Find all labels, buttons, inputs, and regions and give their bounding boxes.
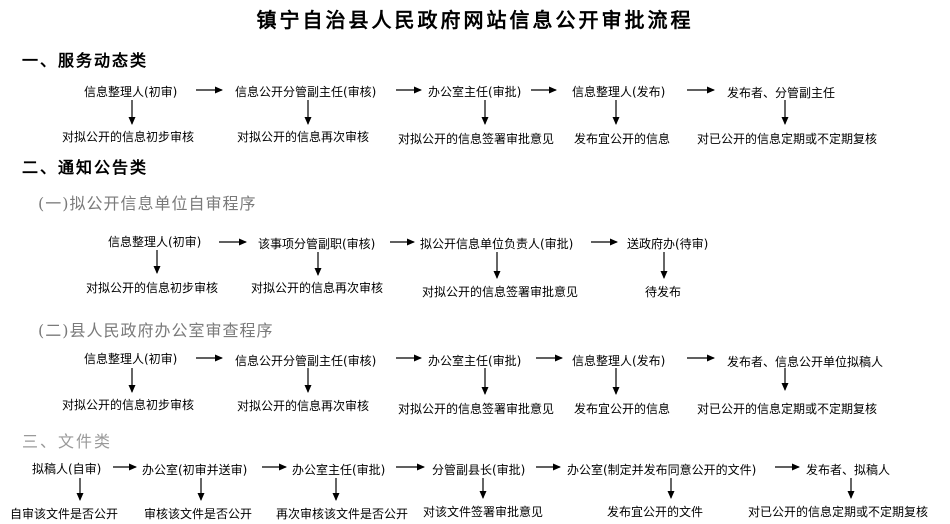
s3-note-1: 自审该文件是否公开 [10,507,119,521]
s1-node-1: 信息整理人(初审) [84,85,178,99]
s3-note-5: 发布宜公开的文件 [607,505,704,519]
subsection-heading-office-review: (二)县人民政府办公室审查程序 [38,321,274,340]
s3-note-3: 再次审核该文件是否公开 [276,507,409,521]
s1-note-3: 对拟公开的信息签署审批意见 [398,132,555,146]
s3-node-2: 办公室(初审并送审) [142,463,248,477]
s2b-note-5: 对已公开的信息定期或不定期复核 [697,402,878,416]
s3-node-3: 办公室主任(审批) [292,463,386,477]
s2b-node-5: 发布者、信息公开单位拟稿人 [727,355,884,369]
s2a-node-4: 送政府办(待审) [627,237,709,251]
s1-note-2: 对拟公开的信息再次审核 [237,130,370,144]
s1-node-4: 信息整理人(发布) [572,85,666,99]
subsection-heading-self-review: (一)拟公开信息单位自审程序 [38,194,257,213]
s1-node-3: 办公室主任(审批) [428,85,522,99]
section-heading-notice: 二、通知公告类 [22,158,149,177]
page-title: 镇宁自治县人民政府网站信息公开审批流程 [256,8,694,32]
s2b-node-1: 信息整理人(初审) [84,352,178,366]
s2a-node-2: 该事项分管副职(审核) [258,237,376,251]
s2a-note-2: 对拟公开的信息再次审核 [251,281,384,295]
s2a-note-3: 对拟公开的信息签署审批意见 [422,285,579,299]
s3-note-4: 对该文件签署审批意见 [423,505,544,519]
s2b-node-2: 信息公开分管副主任(审核) [235,354,377,368]
s2a-node-1: 信息整理人(初审) [108,235,202,249]
s3-node-6: 发布者、拟稿人 [806,463,891,477]
s1-node-2: 信息公开分管副主任(审核) [235,85,377,99]
s3-node-1: 拟稿人(自审) [32,462,102,476]
section-heading-documents: 三、文件类 [22,432,113,451]
s1-note-1: 对拟公开的信息初步审核 [62,130,195,144]
s2b-note-2: 对拟公开的信息再次审核 [237,399,370,413]
s2a-node-3: 拟公开信息单位负责人(审批) [420,237,574,251]
s1-note-5: 对已公开的信息定期或不定期复核 [697,132,878,146]
section-heading-service: 一、服务动态类 [22,51,149,70]
s3-node-4: 分管副县长(审批) [432,463,526,477]
s3-note-2: 审核该文件是否公开 [144,507,253,521]
s2b-note-1: 对拟公开的信息初步审核 [62,398,195,412]
s2a-note-4: 待发布 [645,285,682,299]
s1-note-4: 发布宜公开的信息 [574,132,671,146]
s2b-node-3: 办公室主任(审批) [428,354,522,368]
s2b-note-4: 发布宜公开的信息 [574,402,671,416]
s3-node-5: 办公室(制定并发布同意公开的文件) [567,463,757,477]
s2b-note-3: 对拟公开的信息签署审批意见 [398,402,555,416]
s2a-note-1: 对拟公开的信息初步审核 [86,281,219,295]
s1-node-5: 发布者、分管副主任 [727,86,836,100]
s3-note-6: 对已公开的信息定期或不定期复核 [748,505,929,519]
s2b-node-4: 信息整理人(发布) [572,354,666,368]
